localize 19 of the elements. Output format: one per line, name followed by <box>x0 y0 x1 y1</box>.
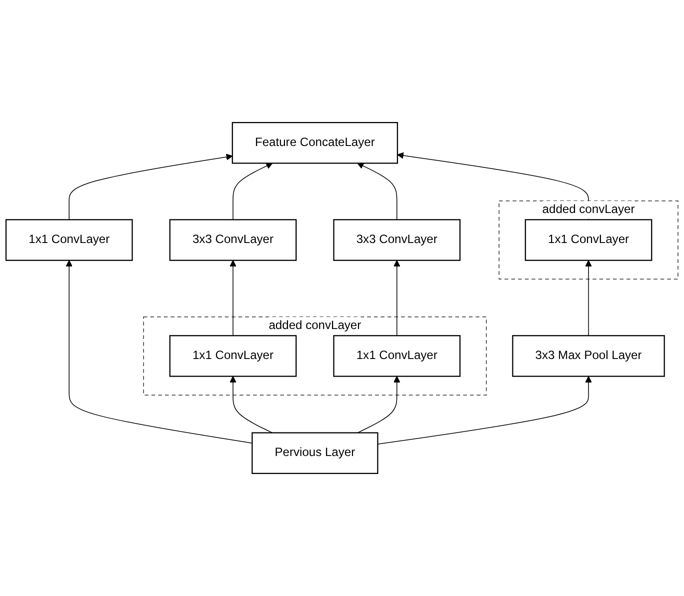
arrow <box>357 376 400 434</box>
arrow <box>230 376 273 434</box>
arrow <box>232 162 273 220</box>
arrow <box>357 162 398 220</box>
node-box: 1x1 ConvLayer <box>169 335 297 377</box>
arrow <box>585 260 592 336</box>
node-box: 1x1 ConvLayer <box>5 219 133 261</box>
node-box: 3x3 ConvLayer <box>333 219 461 261</box>
node-box: 1x1 ConvLayer <box>524 219 652 261</box>
node-box: 3x3 Max Pool Layer <box>512 335 665 377</box>
arrow <box>66 260 253 444</box>
arrow <box>377 376 592 444</box>
node-box: Pervious Layer <box>252 432 378 474</box>
arrow <box>230 260 236 336</box>
node-box: 1x1 ConvLayer <box>333 335 461 377</box>
arrow <box>394 260 400 336</box>
node-box: 3x3 ConvLayer <box>169 219 297 261</box>
arrow <box>68 154 233 220</box>
node-box: Feature ConcateLayer <box>232 122 398 164</box>
